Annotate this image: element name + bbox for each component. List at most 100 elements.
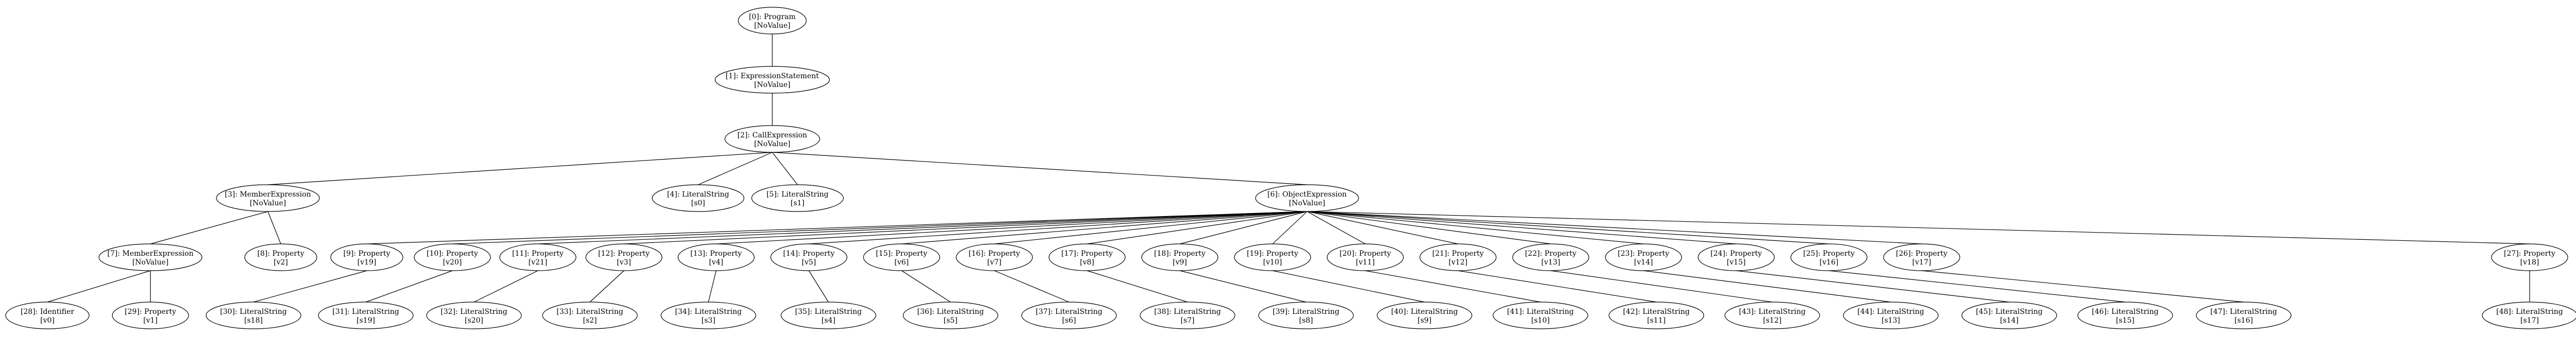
tree-node-47: [47]: LiteralString[s16] bbox=[2196, 302, 2292, 329]
node-ellipse bbox=[414, 243, 491, 271]
node-ellipse bbox=[2482, 302, 2576, 329]
tree-node-28: [28]: Identifier[v0] bbox=[5, 302, 90, 329]
tree-node-22: [22]: Property[v13] bbox=[1512, 243, 1589, 271]
node-value: [s10] bbox=[1531, 316, 1550, 325]
node-value: [s6] bbox=[1062, 316, 1076, 325]
node-ellipse bbox=[216, 184, 320, 212]
node-value: [s1] bbox=[790, 199, 804, 207]
node-ellipse bbox=[1377, 302, 1472, 329]
node-value: [s17] bbox=[2520, 316, 2539, 325]
node-ellipse bbox=[1141, 243, 1218, 271]
node-value: [v6] bbox=[894, 258, 909, 267]
tree-node-3: [3]: MemberExpression[NoValue] bbox=[216, 184, 320, 212]
node-label: [31]: LiteralString bbox=[332, 308, 399, 316]
tree-edge bbox=[1307, 211, 1829, 244]
node-value: [s7] bbox=[1180, 316, 1194, 325]
tree-edge bbox=[1307, 211, 2530, 244]
node-value: [v21] bbox=[529, 258, 548, 267]
node-value: [NoValue] bbox=[250, 199, 286, 207]
tree-edge bbox=[1179, 211, 1308, 244]
node-label: [9]: Property bbox=[343, 250, 390, 258]
tree-node-48: [48]: LiteralString[s17] bbox=[2482, 302, 2576, 329]
node-ellipse bbox=[903, 302, 998, 329]
node-ellipse bbox=[542, 302, 638, 329]
tree-node-10: [10]: Property[v20] bbox=[414, 243, 491, 271]
tree-node-45: [45]: LiteralString[s14] bbox=[1961, 302, 2057, 329]
node-ellipse bbox=[2077, 302, 2173, 329]
node-ellipse bbox=[1234, 243, 1311, 271]
node-label: [43]: LiteralString bbox=[1739, 308, 1806, 316]
node-label: [34]: LiteralString bbox=[675, 308, 742, 316]
tree-node-36: [36]: LiteralString[s5] bbox=[903, 302, 998, 329]
node-ellipse bbox=[1493, 302, 1588, 329]
node-value: [s14] bbox=[2000, 316, 2019, 325]
node-label: [18]: Property bbox=[1154, 250, 1206, 258]
node-ellipse bbox=[1327, 243, 1404, 271]
tree-edge bbox=[452, 211, 1308, 244]
tree-node-31: [31]: LiteralString[s19] bbox=[318, 302, 414, 329]
tree-edge bbox=[366, 211, 1308, 244]
tree-node-14: [14]: Property[v5] bbox=[770, 243, 848, 271]
tree-edge bbox=[901, 270, 951, 303]
tree-node-18: [18]: Property[v9] bbox=[1141, 243, 1218, 271]
node-ellipse bbox=[499, 243, 577, 271]
tree-node-27: [27]: Property[v18] bbox=[2491, 243, 2568, 271]
tree-node-32: [32]: LiteralString[s20] bbox=[426, 302, 522, 329]
tree-node-15: [15]: Property[v6] bbox=[863, 243, 940, 271]
node-ellipse bbox=[770, 243, 848, 271]
node-value: [v14] bbox=[1634, 258, 1653, 267]
tree-node-23: [23]: Property[v14] bbox=[1605, 243, 1682, 271]
tree-edge bbox=[1307, 211, 1922, 244]
node-label: [14]: Property bbox=[783, 250, 835, 258]
node-label: [8]: Property bbox=[257, 250, 304, 258]
node-value: [v17] bbox=[1912, 258, 1931, 267]
node-ellipse bbox=[1140, 302, 1235, 329]
node-value: [v5] bbox=[802, 258, 816, 267]
tree-edge bbox=[1307, 211, 1644, 244]
node-ellipse bbox=[585, 243, 663, 271]
node-label: [11]: Property bbox=[512, 250, 564, 258]
node-label: [7]: MemberExpression bbox=[107, 250, 193, 258]
tree-node-2: [2]: CallExpression[NoValue] bbox=[724, 125, 820, 153]
node-value: [s20] bbox=[465, 316, 483, 325]
node-label: [39]: LiteralString bbox=[1273, 308, 1340, 316]
node-ellipse bbox=[2196, 302, 2292, 329]
tree-node-21: [21]: Property[v12] bbox=[1419, 243, 1497, 271]
tree-node-39: [39]: LiteralString[s8] bbox=[1258, 302, 1354, 329]
node-label: [32]: LiteralString bbox=[440, 308, 507, 316]
node-value: [v0] bbox=[40, 316, 55, 325]
node-value: [s19] bbox=[357, 316, 375, 325]
node-ellipse bbox=[244, 243, 317, 271]
node-label: [1]: ExpressionStatement bbox=[725, 72, 819, 80]
node-value: [v16] bbox=[1820, 258, 1839, 267]
node-ellipse bbox=[98, 243, 202, 271]
node-value: [s18] bbox=[244, 316, 263, 325]
tree-edge bbox=[994, 270, 1070, 303]
node-ellipse bbox=[1790, 243, 1868, 271]
node-label: [20]: Property bbox=[1340, 250, 1391, 258]
node-ellipse bbox=[1883, 243, 1960, 271]
node-ellipse bbox=[1724, 302, 1820, 329]
tree-edge bbox=[365, 270, 453, 303]
node-label: [24]: Property bbox=[1710, 250, 1762, 258]
node-label: [22]: Property bbox=[1525, 250, 1577, 258]
node-ellipse bbox=[5, 302, 90, 329]
tree-node-13: [13]: Property[v4] bbox=[677, 243, 755, 271]
node-label: [28]: Identifier bbox=[21, 308, 74, 316]
tree-edge bbox=[1921, 270, 2244, 303]
node-label: [30]: LiteralString bbox=[220, 308, 287, 316]
node-value: [s9] bbox=[1417, 316, 1431, 325]
node-ellipse bbox=[1698, 243, 1775, 271]
node-ellipse bbox=[1021, 302, 1117, 329]
tree-edge bbox=[772, 152, 798, 185]
tree-node-12: [12]: Property[v3] bbox=[585, 243, 663, 271]
node-label: [17]: Property bbox=[1061, 250, 1113, 258]
tree-edge bbox=[589, 270, 624, 303]
tree-node-44: [44]: LiteralString[s13] bbox=[1843, 302, 1939, 329]
node-value: [v7] bbox=[987, 258, 1002, 267]
node-value: [s13] bbox=[1882, 316, 1900, 325]
tree-edge bbox=[1365, 270, 1541, 303]
node-label: [0]: Program bbox=[749, 13, 796, 21]
tree-node-40: [40]: LiteralString[s9] bbox=[1377, 302, 1472, 329]
